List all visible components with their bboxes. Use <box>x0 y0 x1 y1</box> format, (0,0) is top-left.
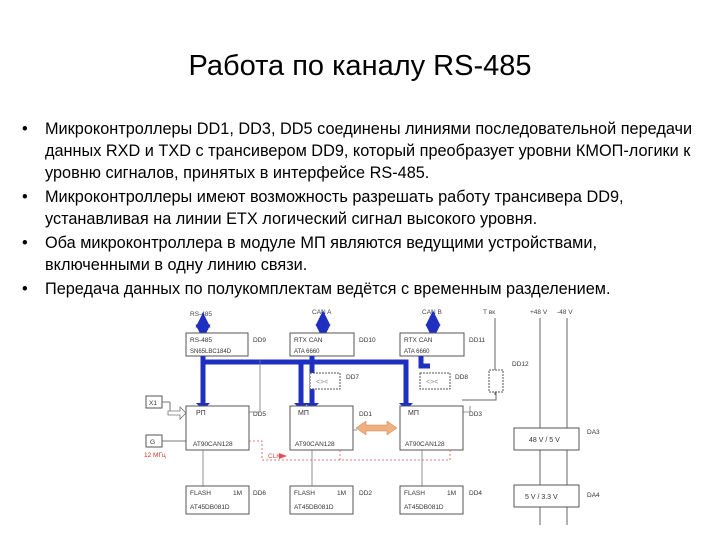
dd8-ref: DD8 <box>455 374 468 381</box>
dd6-flash: FLASH 1M AT45DB081D DD6 <box>185 485 266 515</box>
dd12-block: DD12 <box>462 361 529 401</box>
dd9-ref: DD9 <box>253 337 266 344</box>
dd4-chip: AT45DB081D <box>404 504 444 511</box>
da4-converter: 5 V / 3.3 V DA4 <box>513 484 600 508</box>
bullet-text: Передача данных по полукомплектам ведётс… <box>45 280 611 298</box>
dd2-size: 1M <box>337 490 346 497</box>
dd3-name: МП <box>408 410 419 417</box>
g-label: G <box>150 439 155 446</box>
dd3-mcu: МП AT90CAN128 DD3 <box>399 405 482 451</box>
dd9-transceiver: RS-485 SN65LBC184D DD9 <box>185 332 266 357</box>
dd2-name: FLASH <box>294 490 315 497</box>
block-diagram: RS-485 CAN A CAN B Т вк +48 V -48 V RS-4… <box>144 309 600 525</box>
dd9-line1: RS-485 <box>190 337 212 344</box>
dd8-switch: <>< DD8 <box>419 372 468 390</box>
dd4-ref: DD4 <box>469 490 482 497</box>
rs485-label: RS-485 <box>190 311 212 318</box>
bullet-text: Оба микроконтроллера в модуле МП являютс… <box>45 234 597 274</box>
da4-ref: DA4 <box>587 492 600 499</box>
dd6-size: 1M <box>233 490 242 497</box>
da3-converter: 48 V / 5 V DA3 <box>513 427 600 451</box>
dd10-line1: RTX CAN <box>294 337 323 344</box>
rs485-bus <box>200 356 430 405</box>
dd5-ref: DD5 <box>253 411 266 418</box>
dd5-mcu: РП AT90CAN128 DD5 <box>185 405 266 451</box>
dd1-ref: DD1 <box>359 411 372 418</box>
dd5-name: РП <box>196 410 206 417</box>
x1-connector: X1 <box>145 395 171 412</box>
g-oscillator: G 12 МГц <box>144 434 186 459</box>
bullet-item: • Передача данных по полукомплектам ведёт… <box>20 278 700 300</box>
dd1-name: МП <box>298 410 309 417</box>
da3-ref: DA3 <box>587 429 600 436</box>
dd3-ref: DD3 <box>469 411 482 418</box>
dd9-line2: SN65LBC184D <box>190 349 232 355</box>
dd7-ref: DD7 <box>346 374 359 381</box>
dd11-line2: ATA 6660 <box>404 349 430 355</box>
bullet-item: • Микроконтроллеры имеют возможность разр… <box>20 186 700 230</box>
dd6-ref: DD6 <box>253 490 266 497</box>
dd4-size: 1M <box>447 490 456 497</box>
dd2-flash: FLASH 1M AT45DB081D DD2 <box>289 485 372 515</box>
dd11-can-transceiver: RTX CAN ATA 6660 DD11 <box>399 332 486 357</box>
x1-label: X1 <box>149 400 157 407</box>
tvk-label: Т вк <box>483 309 495 316</box>
dd4-name: FLASH <box>404 490 425 497</box>
bullet-item: • Оба микроконтроллера в модуле МП являют… <box>20 232 700 276</box>
dd5-chip: AT90CAN128 <box>193 441 233 448</box>
slide-title: Работа по каналу RS-485 <box>188 50 532 82</box>
bullet-text: Микроконтроллеры имеют возможность разре… <box>45 188 624 228</box>
dd12-ref: DD12 <box>512 361 529 368</box>
svg-text:<><: <>< <box>426 379 438 386</box>
dd10-ref: DD10 <box>359 337 376 344</box>
mcu-link-arrow <box>355 420 398 436</box>
dd11-ref: DD11 <box>469 337 486 344</box>
bullet-item: • Микроконтроллеры DD1, DD3, DD5 соединен… <box>20 118 700 184</box>
da4-label: 5 V / 3.3 V <box>525 494 558 501</box>
bullet-dot: • <box>22 188 28 206</box>
da3-label: 48 V / 5 V <box>529 437 560 444</box>
dd1-mcu: МП AT90CAN128 DD1 <box>289 405 372 451</box>
clk-line <box>249 440 451 461</box>
dd10-can-transceiver: RTX CAN ATA 6660 DD10 <box>289 332 376 357</box>
bullet-dot: • <box>22 280 28 298</box>
bullet-list: • Микроконтроллеры DD1, DD3, DD5 соединен… <box>20 118 700 302</box>
dd3-chip: AT90CAN128 <box>405 441 445 448</box>
p48-label: +48 V <box>530 309 548 316</box>
can-a-label: CAN A <box>312 309 332 316</box>
bullet-dot: • <box>22 120 28 138</box>
dd2-ref: DD2 <box>359 490 372 497</box>
dd7-switch: <>< DD7 <box>309 372 359 390</box>
dd11-line1: RTX CAN <box>404 337 433 344</box>
dd1-chip: AT90CAN128 <box>295 441 335 448</box>
dd6-name: FLASH <box>190 490 211 497</box>
svg-text:<><: <>< <box>316 379 328 386</box>
m48-label: -48 V <box>557 309 573 316</box>
dd6-chip: AT45DB081D <box>190 504 230 511</box>
bullet-text: Микроконтроллеры DD1, DD3, DD5 соединены… <box>45 120 693 182</box>
clk-label: CLK <box>268 453 281 460</box>
bullet-dot: • <box>22 234 28 252</box>
dd10-line2: ATA 6660 <box>294 349 320 355</box>
dd2-chip: AT45DB081D <box>294 504 334 511</box>
freq-label: 12 МГц <box>144 452 166 459</box>
can-b-label: CAN B <box>422 309 442 316</box>
dd4-flash: FLASH 1M AT45DB081D DD4 <box>399 485 482 515</box>
